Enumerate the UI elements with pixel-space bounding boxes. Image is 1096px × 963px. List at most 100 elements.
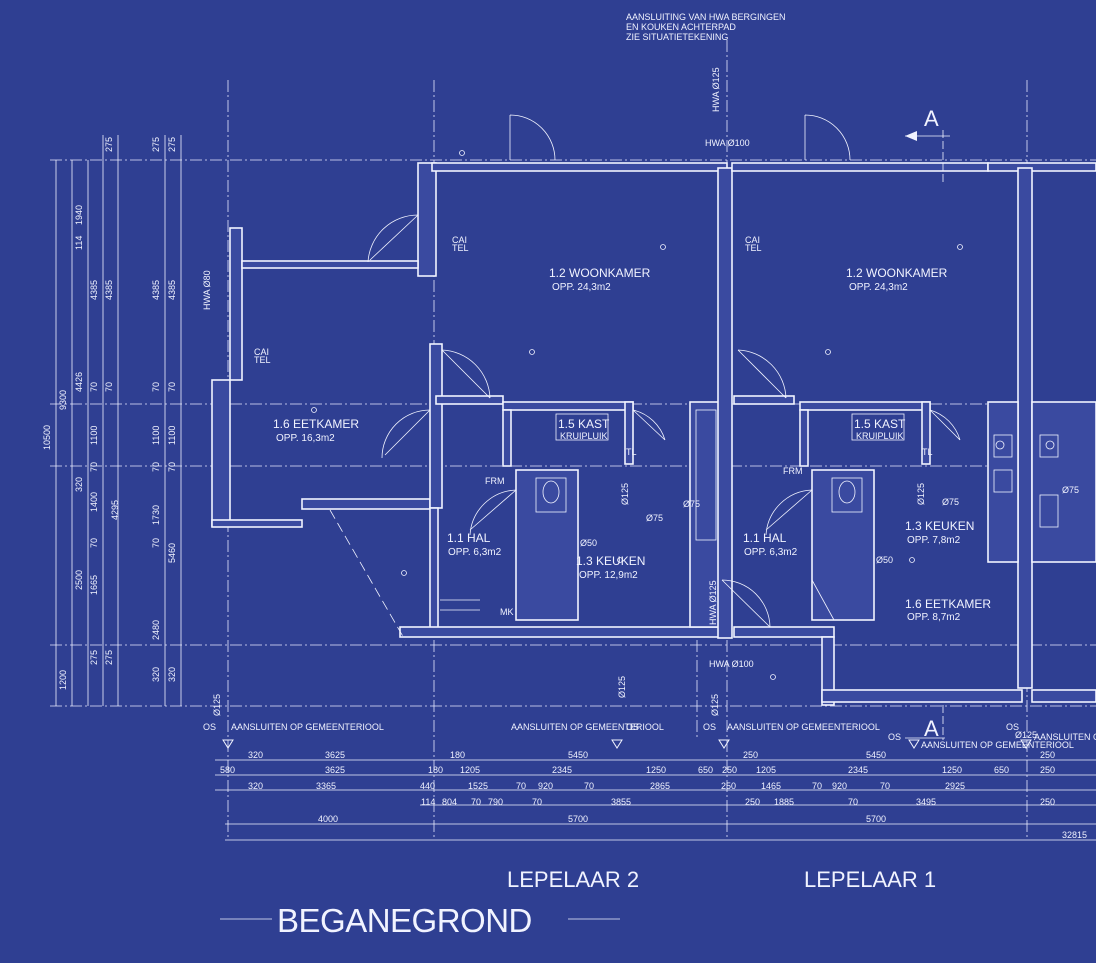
unit-right-walls [731,162,1096,706]
r4-5: 3855 [611,797,631,807]
r4-7: 1885 [774,797,794,807]
dim-c5-275b: 275 [104,650,114,665]
dim-c8-320: 320 [167,667,177,682]
r4-4: 70 [532,797,542,807]
sewer-label-2: AANSLUITEN OP GEMEENTERIOOL [511,722,664,732]
note-top-line2: EN KOUKEN ACHTERPAD [626,22,736,32]
r1-5: 5450 [866,750,886,760]
dim-c4-70b: 70 [89,462,99,472]
sewer-label-1: AANSLUITEN OP GEMEENTERIOOL [231,722,384,732]
drain-markers [222,739,1032,749]
r1-4: 250 [743,750,758,760]
r5-0: 4000 [318,814,338,824]
fixtures [440,409,1059,621]
dim-2500: 2500 [74,570,84,590]
r2-5: 1250 [646,765,666,775]
left-keuken-name: 1.3 KEUKEN [576,554,645,568]
r3-7: 2865 [650,781,670,791]
r2-9: 2345 [848,765,868,775]
r4-10: 250 [1040,797,1055,807]
r5-2: 5700 [866,814,886,824]
tel-label-2: TEL [254,355,271,365]
r4-8: 70 [848,797,858,807]
dim-c6-1100: 1100 [151,426,161,445]
dim-c6-70a: 70 [151,382,161,392]
r3-3: 1525 [468,781,488,791]
dim-c5-4385: 4385 [104,280,114,300]
r3-2: 440 [420,781,435,791]
dim-c4-70c: 70 [89,538,99,548]
unit-title-lepelaar-1: LEPELAAR 1 [804,867,936,892]
r1-0: 320 [248,750,263,760]
r3-6: 70 [584,781,594,791]
cai-label-2: CAI [254,347,269,357]
left-dimensions: 10500 9300 1200 1940 4426 320 2500 114 4… [42,137,177,690]
dim-c8-5460: 5460 [167,543,177,563]
page-title: BEGANEGROND [277,902,532,939]
sewer-label-3: AANSLUITEN OP GEMEENTERIOOL [727,722,880,732]
r3-0: 320 [248,781,263,791]
r1-1: 3625 [325,750,345,760]
r4-9: 3495 [916,797,936,807]
r1-2: 180 [450,750,465,760]
r2-11: 650 [994,765,1009,775]
r4-2: 70 [471,797,481,807]
dim-1200: 1200 [58,670,68,690]
unit-left-walls [211,162,733,639]
r4-3: 790 [488,797,503,807]
dim-9300: 9300 [58,390,68,410]
r2-0: 580 [220,765,235,775]
dim-4426: 4426 [74,372,84,392]
dim-c6-2480: 2480 [151,620,161,640]
left-eetkamer-name: 1.6 EETKAMER [273,417,359,431]
note-hwa-100: HWA Ø100 [705,138,750,148]
d125-label-1: Ø125 [620,483,630,505]
right-hal-name: 1.1 HAL [743,531,787,545]
mk-label: MK [500,607,514,617]
r4-1: 804 [442,797,457,807]
os-label-5: OS [1006,722,1019,732]
dim-c6-70b: 70 [151,462,161,472]
dim-c4-1400: 1400 [89,492,99,512]
tl-label-1: TL [626,447,637,457]
note-hwa-bottom-100: HWA Ø100 [709,659,754,669]
r3-5: 920 [538,781,553,791]
d75-label-3: Ø75 [942,497,959,507]
os-label-2: OS [626,722,639,732]
r2-4: 2345 [552,765,572,775]
os-label-1: OS [203,722,216,732]
note-top-line1: AANSLUITING VAN HWA BERGINGEN [626,12,786,22]
sewer-label-5: AANSLUITEN OP GEMEENTERIOOL [1034,732,1096,742]
d50-label-2: Ø50 [876,555,893,565]
right-eetkamer-area: OPP. 8,7m2 [907,612,961,623]
unit-title-lepelaar-2: LEPELAAR 2 [507,867,639,892]
dim-c5-70a: 70 [104,382,114,392]
doors [329,114,961,641]
left-hal-area: OPP. 6,3m2 [448,547,502,558]
tl-label-2: TL [922,447,933,457]
dim-c8-1100: 1100 [167,426,177,445]
dim-320a: 320 [74,477,84,492]
r2-6: 650 [698,765,713,775]
r2-10: 1250 [942,765,962,775]
r3-9: 1465 [761,781,781,791]
dim-c6-4385: 4385 [151,280,161,300]
r3-1: 3365 [316,781,336,791]
dim-4295: 4295 [110,500,120,520]
right-keuken-name: 1.3 KEUKEN [905,519,974,533]
r2-3: 1205 [460,765,480,775]
tel-label-1: TEL [452,243,469,253]
d75-label-1: Ø75 [646,513,663,523]
dim-c8-70b: 70 [167,462,177,472]
section-markers [905,130,950,740]
dim-c4-1665: 1665 [89,575,99,595]
tel-label-3: TEL [745,243,762,253]
dim-c6-320: 320 [151,667,161,682]
note-hwa-top: HWA Ø125 [711,67,721,112]
right-woonkamer-area: OPP. 24,3m2 [849,282,908,293]
r4-0: 114 [421,797,435,807]
r2-1: 3625 [325,765,345,775]
r4-6: 250 [745,797,760,807]
frm-label-1: FRM [485,476,505,486]
note-hwa-mid: HWA Ø125 [708,580,718,625]
